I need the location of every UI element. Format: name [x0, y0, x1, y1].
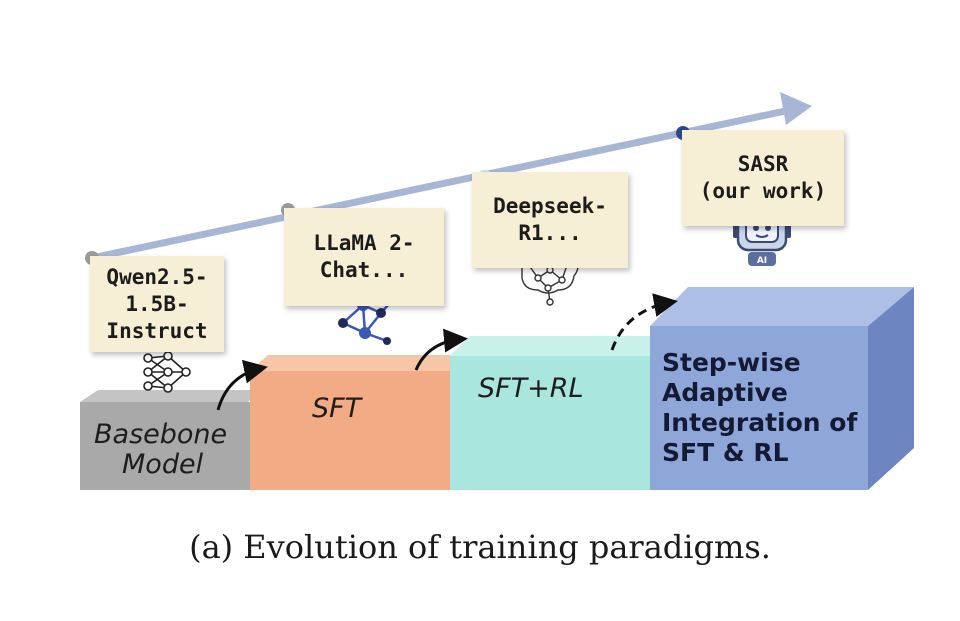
stage-block-2 [250, 355, 466, 490]
stage-label-sft: SFT [312, 394, 361, 424]
stage-label-sft-rl: SFT+RL [478, 374, 584, 404]
stage-label-line: SFT+RL [478, 373, 584, 404]
stage-block-1 [80, 390, 262, 490]
stage-block-3 [450, 336, 680, 490]
stage-label-line: Basebone [94, 419, 228, 450]
note-line: Deepseek- [493, 194, 607, 218]
model-note-qwen: Qwen2.5- 1.5B- Instruct [90, 256, 224, 352]
note-line: Instruct [106, 318, 208, 343]
note-line: 1.5B- [125, 291, 189, 316]
stage-label-line: Model [122, 449, 204, 480]
stage-label-line: Adaptive [662, 378, 788, 407]
note-line: Chat... [319, 258, 409, 282]
note-line: SASR [737, 152, 789, 176]
trend-arrow-head [780, 92, 812, 125]
note-line: Qwen2.5- [106, 264, 208, 289]
stage-label-sasr: Step-wise Adaptive Integration of SFT & … [662, 348, 857, 468]
trend-arrow-line [88, 106, 794, 262]
model-note-llama: LLaMA 2- Chat... [284, 208, 444, 306]
stage-label-line: Step-wise [662, 348, 801, 377]
model-note-deepseek: Deepseek- R1... [472, 172, 628, 268]
stage-label-line: SFT [312, 393, 362, 424]
transition-arrow-2 [414, 328, 468, 371]
note-line: LLaMA 2- [313, 231, 415, 255]
note-line: (our work) [699, 179, 827, 203]
transition-arrow-1 [216, 359, 268, 411]
note-line: R1... [518, 221, 582, 245]
stage-label-line: Integration of [662, 408, 858, 437]
stage-label-line: SFT & RL [662, 438, 789, 467]
robot-badge-text: AI [757, 256, 767, 266]
transition-arrow-3 [610, 293, 678, 351]
model-note-sasr: SASR (our work) [682, 130, 844, 226]
stage-block-4 [650, 287, 914, 490]
stage-label-basebone: Basebone Model [94, 420, 227, 480]
neural-network-icon [143, 351, 191, 393]
figure-caption: (a) Evolution of training paradigms. [189, 528, 771, 566]
